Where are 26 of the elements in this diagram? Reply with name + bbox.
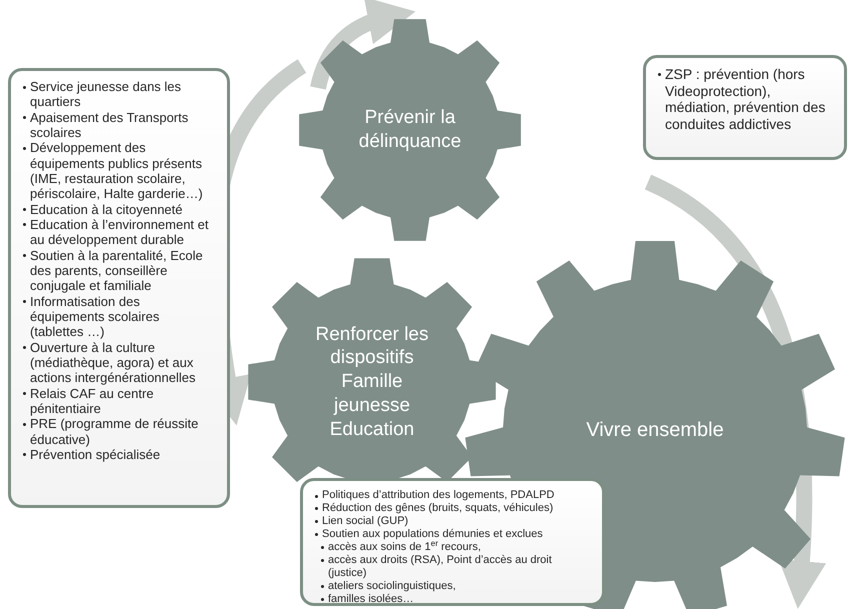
bullet-item: Prévention spécialisée	[23, 446, 215, 462]
bullet-item: Développement des équipements publics présents (IME, restauration scolaire, périscolaire, Halte garderie…)	[23, 140, 215, 202]
bullet-item: familles isolées…	[315, 592, 590, 606]
gear-label: Prévenir la délinquance	[358, 106, 462, 154]
bullet-item: Politiques d’attribution des logements, PDALPD	[315, 489, 590, 502]
bullet-item: Relais CAF au centre pénitentiaire	[23, 386, 215, 416]
bullet-item: Education à la citoyenneté	[23, 202, 215, 217]
bullet-item: Ouverture à la culture (médiathèque, agora) et aux actions intergénérationnelles	[23, 340, 215, 386]
gear-label: Renforcer les dispositifs Famille jeunesse Education	[314, 322, 430, 442]
bullet-item: PRE (programme de réussite éducative)	[23, 416, 215, 447]
bullet-item: ZSP : prévention (hors Videoprotection), médiation, prévention des conduites addictives	[658, 66, 832, 132]
bullet-item: Lien social (GUP)	[315, 514, 590, 528]
bullet-item: accès aux droits (RSA), Point d’accès au droit (justice)	[315, 554, 590, 580]
bullet-item: Education à l’environnement et au développement durable	[23, 216, 215, 248]
bullet-item: accès aux soins de 1$^{er}$ recours,	[315, 540, 590, 554]
gear-label: Vivre ensemble	[585, 418, 725, 442]
text-box	[8, 68, 230, 508]
text-box	[300, 478, 605, 606]
bullet-item: Service jeunesse dans les quartiers	[23, 79, 215, 110]
bullet-item: Soutien aux populations démunies et exclues	[315, 528, 590, 541]
bullet-item: Informatisation des équipements scolaires (tablettes …)	[23, 294, 215, 340]
bullet-item: Soutien à la parentalité, Ecole des parents, conseillère conjugale et familiale	[23, 248, 215, 294]
bullet-item: Apaisement des Transports scolaires	[23, 110, 215, 140]
text-box	[643, 55, 847, 160]
bullet-item: ateliers sociolinguistiques,	[315, 580, 590, 593]
bullet-item: Réduction des gênes (bruits, squats, véhicules)	[315, 502, 590, 515]
